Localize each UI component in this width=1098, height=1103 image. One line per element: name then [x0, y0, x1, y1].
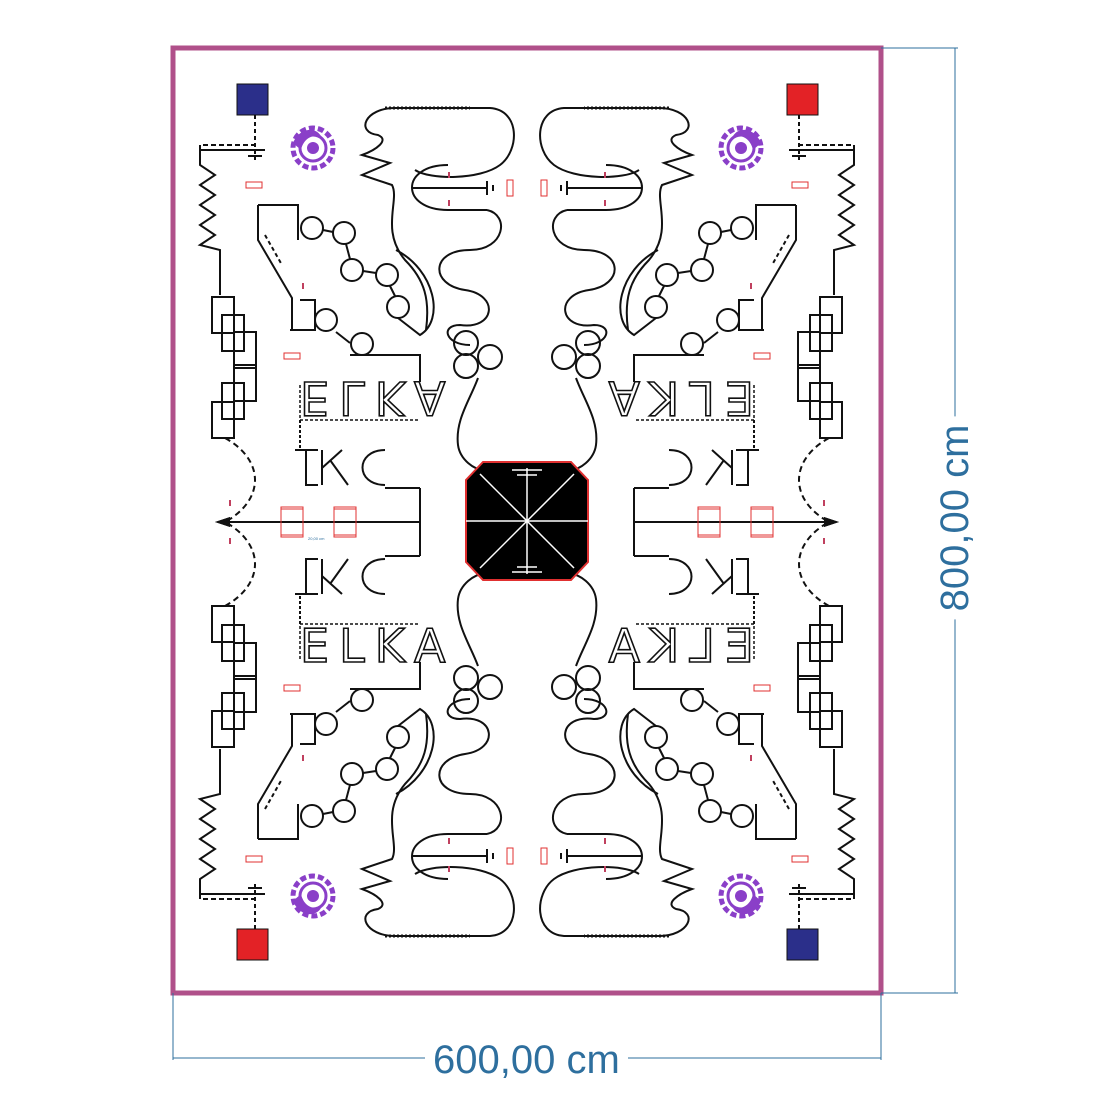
- center-platform: [465, 461, 589, 581]
- elka-text-bottom-left: ELKA: [300, 619, 456, 673]
- width-dimension-label: 600,00 cm: [425, 1040, 628, 1080]
- small-dimension-label: 20,00 cm: [308, 536, 325, 541]
- gear-target-leaf-icon: [290, 873, 336, 919]
- start-zone-bottom-left: [236, 928, 269, 961]
- gear-target-leaf-icon: [718, 125, 764, 171]
- start-zone-top-right: [786, 83, 819, 116]
- start-zone-top-left: [236, 83, 269, 116]
- elka-text-top-right: ELKA: [598, 371, 754, 425]
- elka-text-bottom-right: ELKA: [598, 619, 754, 673]
- elka-text-top-left: ELKA: [300, 371, 456, 425]
- start-zone-bottom-right: [786, 928, 819, 961]
- gear-target-leaf-icon: [718, 873, 764, 919]
- gear-target-leaf-icon: [290, 125, 336, 171]
- height-dimension-label: 800,00 cm: [933, 416, 977, 620]
